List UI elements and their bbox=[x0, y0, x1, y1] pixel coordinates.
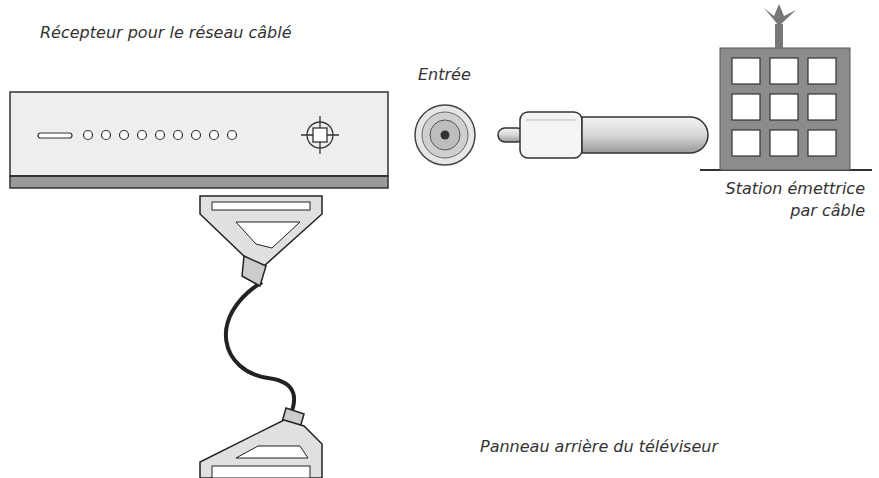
window bbox=[732, 94, 760, 120]
broadcast-station bbox=[700, 4, 872, 170]
indicator-led bbox=[192, 131, 201, 140]
indicator-led bbox=[84, 131, 93, 140]
indicator-led bbox=[120, 131, 129, 140]
caption-label: Entrée bbox=[418, 64, 471, 86]
window bbox=[808, 130, 836, 156]
window bbox=[808, 94, 836, 120]
indicator-led bbox=[228, 131, 237, 140]
caption-label: Panneau arrière du téléviseur bbox=[480, 436, 718, 458]
indicator-led bbox=[156, 131, 165, 140]
coax-input-socket bbox=[415, 105, 475, 165]
caption-label: Récepteur pour le réseau câblé bbox=[40, 22, 291, 44]
window bbox=[770, 94, 798, 120]
coax-plug-cable bbox=[498, 112, 708, 158]
window bbox=[770, 130, 798, 156]
scart-cable bbox=[200, 196, 322, 478]
indicator-led bbox=[210, 131, 219, 140]
indicator-led bbox=[138, 131, 147, 140]
window bbox=[808, 58, 836, 84]
indicator-led bbox=[102, 131, 111, 140]
indicator-led bbox=[174, 131, 183, 140]
caption-label: Station émettrice par câble bbox=[700, 178, 865, 221]
window bbox=[732, 58, 760, 84]
window bbox=[732, 130, 760, 156]
window bbox=[770, 58, 798, 84]
cable-receiver bbox=[10, 92, 388, 188]
